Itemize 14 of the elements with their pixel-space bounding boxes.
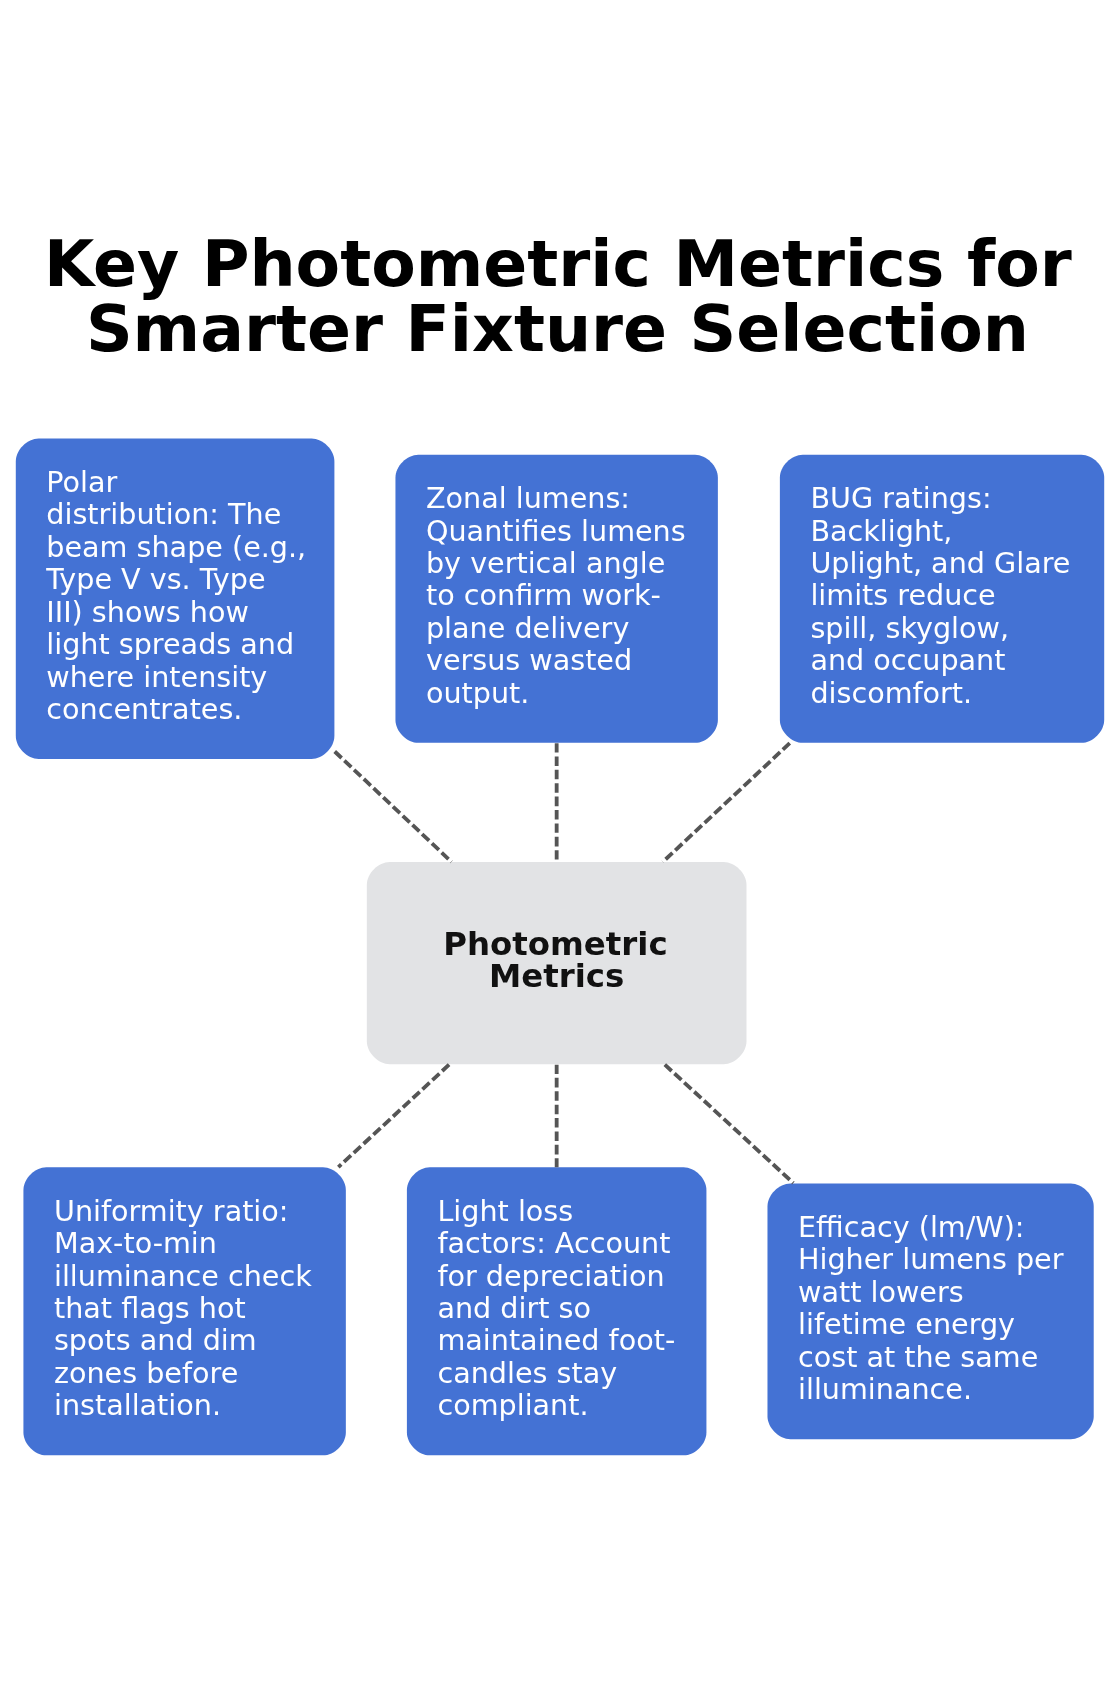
node-box: Efficacy (lm/W): Higher lumens per watt lowers lifetime energy cost at the same illuminance. — [767, 1183, 1094, 1440]
connector — [554, 743, 559, 862]
connector — [554, 1064, 559, 1168]
node-box: Zonal lumens: Quantifies lumens by vertical angle to confirm work-plane delivery versus wasted output. — [395, 454, 718, 743]
node-box: Polar distribution: The beam shape (e.g., Type V vs. Type III) shows how light spreads and where intensity concentrates. — [15, 438, 335, 759]
connector — [337, 1063, 451, 1169]
node-box: Uniformity ratio: Max-to-min illuminance check that flags hot spots and dim zones before installation. — [23, 1167, 346, 1456]
connector — [661, 741, 792, 864]
node-box: Photometric Metrics — [366, 862, 747, 1065]
node-box: Light loss factors: Account for depreciation and dirt so maintained foot-candles stay compliant. — [406, 1167, 707, 1456]
node-box: BUG ratings: Backlight, Uplight, and Glare limits reduce spill, skyglow, and occupant discomfort. — [779, 454, 1105, 743]
diagram-title: Key Photometric Metrics for Smarter Fixture Selection — [43, 226, 1072, 367]
connector — [333, 750, 453, 864]
connector — [663, 1063, 795, 1185]
